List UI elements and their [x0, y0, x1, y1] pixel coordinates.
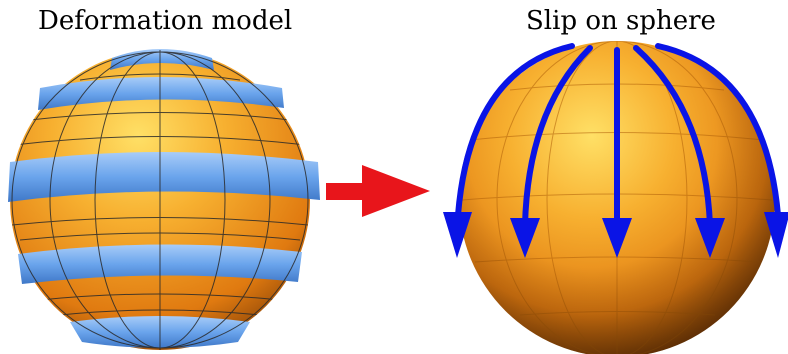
right-panel-caption: Slip on sphere — [526, 6, 716, 36]
slip-arrow-far-left — [455, 43, 575, 218]
arrowhead-center — [602, 218, 632, 258]
slip-arrow-far-right — [655, 43, 781, 218]
arrowhead-far-right — [764, 212, 788, 258]
arrowhead-left — [510, 218, 540, 258]
left-panel-caption: Deformation model — [38, 6, 293, 36]
band-2 — [38, 77, 284, 110]
arrowhead-right — [695, 218, 725, 258]
deformation-sphere — [8, 49, 320, 350]
slip-arrow-right — [633, 45, 713, 228]
band-3 — [8, 152, 320, 202]
transition-arrow — [326, 165, 430, 217]
slip-arrowheads — [443, 212, 788, 258]
slip-arrow-left — [522, 45, 593, 228]
slip-arrows — [455, 43, 781, 228]
arrowhead-far-left — [443, 212, 472, 258]
